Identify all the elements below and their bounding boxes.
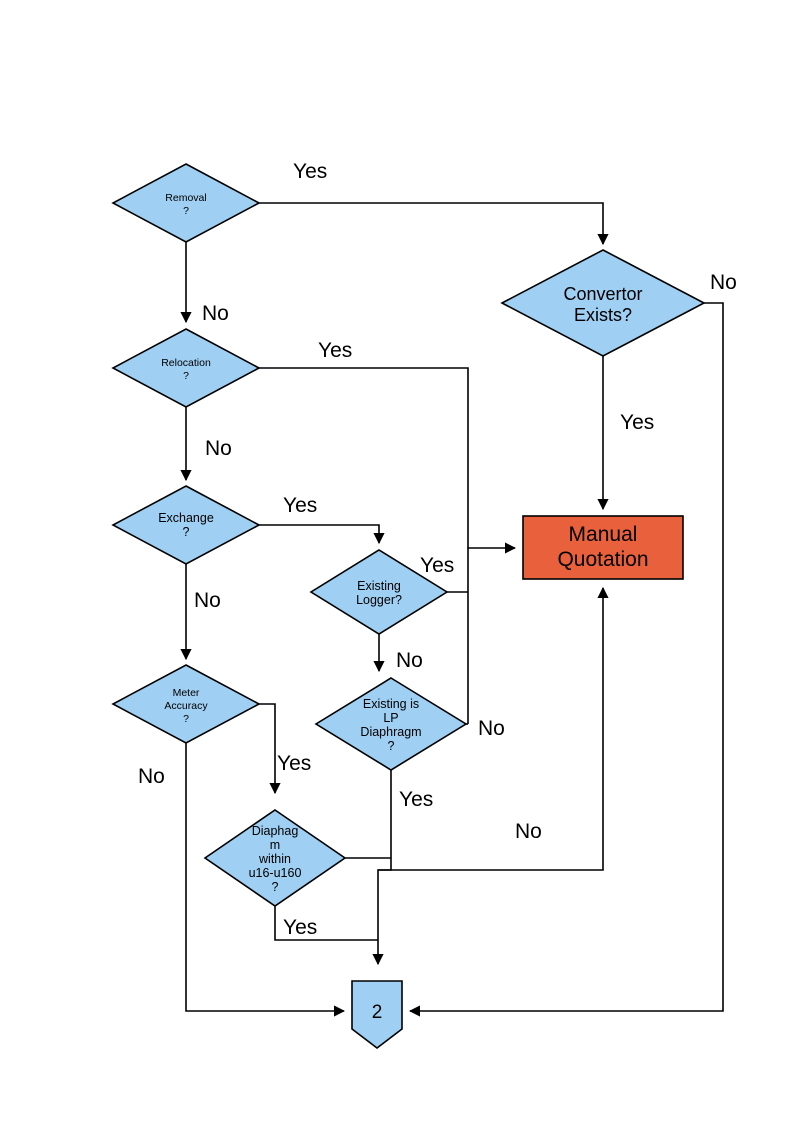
decision-shape[interactable] — [111, 163, 261, 243]
edge-label-diaphragm-range-yes: Yes — [283, 916, 317, 939]
edge-label-relocation-yes: Yes — [318, 339, 352, 362]
decision-shape[interactable] — [111, 328, 261, 408]
node-relocation-line-1: Relocation — [161, 357, 211, 369]
node-removal[interactable]: Removal ? — [111, 163, 261, 243]
edge-bottom-no-to-mq — [378, 586, 609, 871]
node-convertor-exists-line-1: Convertor — [563, 284, 642, 304]
edge-removal-yes — [259, 202, 609, 246]
decision-shape[interactable] — [309, 549, 449, 635]
edge-meter-accuracy-no — [185, 743, 346, 1017]
node-convertor-exists-line-2: Exists? — [574, 305, 632, 325]
edge-relocation-yes — [259, 367, 517, 554]
edge-label-relocation-no: No — [205, 437, 232, 460]
edge-label-lp-diaphragm-no: No — [478, 717, 505, 740]
node-existing-logger-line-1: Existing — [357, 579, 401, 593]
decision-shape[interactable] — [203, 809, 347, 907]
node-diaphragm-range-line-2: m — [270, 838, 280, 852]
decision-shape[interactable] — [111, 664, 261, 744]
node-relocation[interactable]: Relocation ? — [111, 328, 261, 408]
edge-label-meter-accuracy-no: No — [138, 765, 165, 788]
node-relocation-line-2: ? — [183, 370, 189, 382]
node-removal-line-2: ? — [183, 205, 189, 217]
edge-label-exchange-yes: Yes — [283, 494, 317, 517]
edge-label-meter-accuracy-yes: Yes — [277, 752, 311, 775]
edge-label-existing-logger-no: No — [396, 649, 423, 672]
decision-shape[interactable] — [500, 249, 706, 357]
node-meter-accuracy-line-3: ? — [183, 713, 189, 725]
edges-layer — [180, 202, 724, 1017]
node-manual-quotation-line-2: Quotation — [557, 548, 648, 571]
edge-label-lp-diaphragm-yes: Yes — [399, 788, 433, 811]
node-removal-line-1: Removal — [165, 192, 206, 204]
edge-label-existing-logger-yes: Yes — [420, 554, 454, 577]
edge-label-convertor-no: No — [710, 271, 737, 294]
node-diaphragm-range-line-1: Diaphag — [252, 824, 299, 838]
edge-label-removal-yes: Yes — [293, 160, 327, 183]
node-manual-quotation[interactable]: Manual Quotation — [522, 515, 684, 580]
node-exchange-line-1: Exchange — [158, 511, 214, 525]
node-diaphragm-range-line-5: ? — [272, 880, 279, 894]
node-existing-lp-diaphragm-line-1: Existing is — [363, 697, 419, 711]
connector-2-label: 2 — [372, 1002, 383, 1023]
node-existing-lp-diaphragm[interactable]: Existing is LP Diaphragm ? — [314, 677, 468, 771]
decision-shape[interactable] — [314, 677, 468, 771]
node-meter-accuracy-line-1: Meter — [173, 687, 200, 699]
node-exchange[interactable]: Exchange ? — [111, 485, 261, 565]
edge-lp-diaphragm-yes — [372, 770, 392, 966]
node-convertor-exists[interactable]: Convertor Exists? — [500, 249, 706, 357]
node-meter-accuracy[interactable]: Meter Accuracy ? — [111, 664, 261, 744]
edge-exchange-yes — [259, 524, 385, 545]
process-shape[interactable] — [522, 515, 684, 580]
node-existing-lp-diaphragm-line-2: LP — [383, 711, 398, 725]
node-existing-lp-diaphragm-line-3: Diaphragm — [360, 725, 421, 739]
node-diaphragm-range-line-3: within — [258, 852, 291, 866]
edge-label-lp-diaphragm-no-mq: No — [515, 820, 542, 843]
node-existing-lp-diaphragm-line-4: ? — [388, 739, 395, 753]
decision-shape[interactable] — [111, 485, 261, 565]
edge-label-exchange-no: No — [194, 589, 221, 612]
edge-meter-accuracy-yes — [259, 703, 281, 795]
edge-label-convertor-yes: Yes — [620, 411, 654, 434]
edge-label-removal-no: No — [202, 302, 229, 325]
connector-shape[interactable] — [351, 980, 403, 1050]
node-meter-accuracy-line-2: Accuracy — [164, 700, 208, 712]
edge-labels-layer: Yes No Yes No Yes No No Yes No Yes Yes N… — [138, 160, 737, 939]
node-diaphragm-range[interactable]: Diaphag m within u16-u160 ? — [203, 809, 347, 907]
edge-convertor-no — [408, 302, 724, 1017]
edge-diaphragm-range-yes — [274, 906, 378, 941]
node-connector-2[interactable]: 2 — [351, 980, 403, 1050]
node-diaphragm-range-line-4: u16-u160 — [249, 866, 302, 880]
node-existing-logger[interactable]: Existing Logger? — [309, 549, 449, 635]
node-exchange-line-2: ? — [183, 525, 190, 539]
node-manual-quotation-line-1: Manual — [569, 523, 638, 546]
node-existing-logger-line-2: Logger? — [356, 593, 402, 607]
